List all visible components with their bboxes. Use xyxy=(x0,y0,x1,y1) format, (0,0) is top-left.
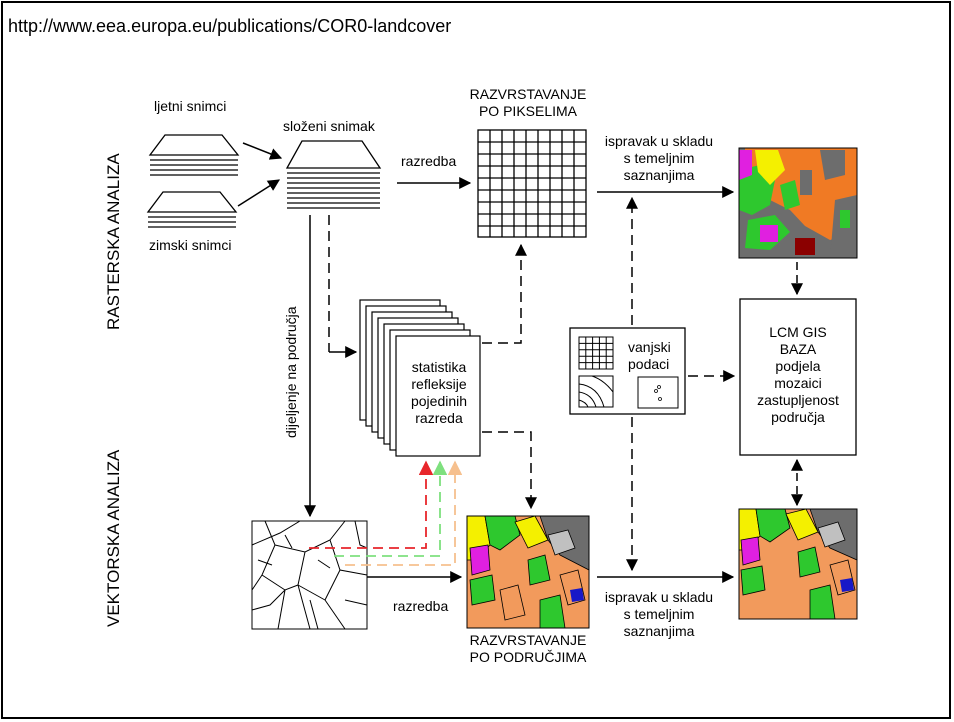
pixel-class-line1: RAZVRSTAVANJE xyxy=(469,86,587,102)
statistics-stack xyxy=(359,299,481,457)
correction-top-line1: ispravak u skladu xyxy=(604,133,714,149)
vector-area-map xyxy=(251,520,368,630)
correction-top-line3: saznanjima xyxy=(623,167,695,183)
corrected-area-map xyxy=(739,509,857,619)
stats-line4: razreda xyxy=(415,410,463,426)
stats-line3: pojedinih xyxy=(410,393,468,409)
composite-image-label: složeni snimak xyxy=(283,118,375,134)
raster-analysis-title: RASTERSKA ANALIZA xyxy=(104,153,123,330)
correction-bottom-label: ispravak u skladu s temeljnim saznanjima xyxy=(594,589,724,640)
classification-top-label: razredba xyxy=(401,153,457,169)
external-data-label: vanjski podaci xyxy=(628,339,671,373)
source-url: http://www.eea.europa.eu/publications/CO… xyxy=(8,16,452,36)
gis-line6: područja xyxy=(771,409,825,425)
vector-analysis-title: VEKTORSKA ANALIZA xyxy=(104,449,123,627)
external-line1: vanjski xyxy=(628,339,671,355)
area-class-line1: RAZVRSTAVANJE xyxy=(469,632,587,648)
division-label: dijeljenje na područja xyxy=(283,306,299,438)
external-data-box xyxy=(569,327,686,415)
summer-images-stack xyxy=(148,134,240,176)
pixel-class-line2: PO PIKSELIMA xyxy=(478,103,578,119)
statistics-label: statistika refleksije pojedinih razreda xyxy=(398,359,480,427)
area-classified-map xyxy=(467,516,589,628)
pixel-classification-title: RAZVRSTAVANJE PO PIKSELIMA xyxy=(448,86,608,120)
stats-line1: statistika xyxy=(411,359,467,375)
winter-images-stack xyxy=(146,191,238,228)
arrow-summer-to-composite xyxy=(242,142,283,160)
gis-line1: LCM GIS xyxy=(769,324,827,340)
dashed-stats-to-pixel-grid xyxy=(482,243,527,344)
winter-images-label: zimski snimci xyxy=(149,237,232,253)
gis-line4: mozaici xyxy=(774,375,822,391)
area-class-line2: PO PODRUČJIMA xyxy=(469,649,587,665)
pixel-grid xyxy=(477,129,587,238)
gis-line5: zastupljenost xyxy=(757,392,839,408)
dashed-stats-to-area-classified xyxy=(482,431,537,510)
feedback-arrow-green xyxy=(334,460,448,557)
correction-bottom-line3: saznanjima xyxy=(623,623,695,639)
summer-images-label: ljetni snimci xyxy=(154,98,227,114)
external-line2: podaci xyxy=(628,356,670,372)
arrow-winter-to-composite xyxy=(237,179,281,207)
gis-database-box xyxy=(739,298,857,456)
correction-bottom-line2: s temeljnim xyxy=(623,606,695,622)
classification-bottom-label: razredba xyxy=(393,598,449,614)
feedback-arrow-orange xyxy=(345,460,463,566)
area-classification-title: RAZVRSTAVANJE PO PODRUČJIMA xyxy=(448,632,608,666)
gis-line3: podjela xyxy=(775,358,821,374)
correction-bottom-line1: ispravak u skladu xyxy=(604,589,714,605)
pixel-classified-map xyxy=(739,148,857,258)
gis-line2: BAZA xyxy=(779,341,817,357)
correction-top-line2: s temeljnim xyxy=(623,150,695,166)
gis-database-label: LCM GIS BAZA podjela mozaici zastupljeno… xyxy=(740,324,856,426)
correction-top-label: ispravak u skladu s temeljnim saznanjima xyxy=(594,133,724,184)
composite-image-stack xyxy=(285,140,382,209)
stats-line2: refleksije xyxy=(411,376,467,392)
feedback-arrow-red xyxy=(309,460,434,549)
